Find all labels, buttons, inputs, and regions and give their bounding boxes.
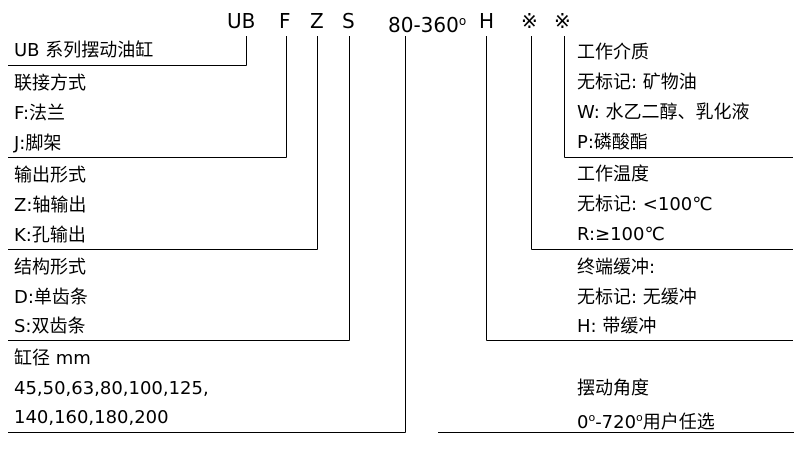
code-x2: ※ bbox=[554, 9, 571, 33]
code-h: H bbox=[479, 9, 495, 33]
code-angle-sup: o bbox=[458, 14, 467, 28]
connection-opt-j: J:脚架 bbox=[14, 133, 62, 154]
structure-opt-s: S:双齿条 bbox=[14, 316, 86, 337]
code-x1: ※ bbox=[521, 9, 538, 33]
medium-title: 工作介质 bbox=[577, 42, 649, 63]
code-f: F bbox=[279, 9, 291, 33]
buffer-opt-h: H: 带缓冲 bbox=[577, 316, 657, 337]
code-s: S bbox=[342, 9, 355, 33]
code-angle-value: 80-360 bbox=[388, 13, 459, 37]
code-ub: UB bbox=[227, 9, 256, 33]
angle-title: 摆动角度 bbox=[577, 378, 649, 399]
angle-range-note: 用户任选 bbox=[642, 412, 715, 433]
angle-range-end: -720 bbox=[595, 412, 637, 433]
code-z: Z bbox=[310, 9, 324, 33]
structure-title: 结构形式 bbox=[14, 257, 86, 278]
buffer-opt-none: 无标记: 无缓冲 bbox=[577, 287, 697, 308]
temp-title: 工作温度 bbox=[577, 164, 649, 185]
temp-opt-r: R:≥100℃ bbox=[577, 224, 665, 245]
output-opt-z: Z:轴输出 bbox=[14, 195, 87, 216]
angle-range-start: 0 bbox=[577, 412, 589, 433]
output-title: 输出形式 bbox=[14, 165, 86, 186]
medium-opt-w: W: 水乙二醇、乳化液 bbox=[577, 102, 750, 123]
structure-opt-d: D:单齿条 bbox=[14, 287, 88, 308]
medium-opt-none: 无标记: 矿物油 bbox=[577, 72, 697, 93]
bore-title: 缸径 mm bbox=[14, 348, 91, 369]
connection-opt-f: F:法兰 bbox=[14, 103, 66, 124]
temp-opt-none: 无标记: <100℃ bbox=[577, 194, 713, 215]
connection-title: 联接方式 bbox=[14, 73, 86, 94]
output-opt-k: K:孔输出 bbox=[14, 225, 86, 246]
angle-range-end-sup: o bbox=[636, 411, 643, 424]
buffer-title: 终端缓冲: bbox=[577, 257, 656, 278]
series-label: UB 系列摆动油缸 bbox=[14, 40, 154, 61]
medium-opt-p: P:磷酸酯 bbox=[577, 132, 648, 153]
angle-range-start-sup: o bbox=[588, 411, 596, 424]
code-angle: 80-360o bbox=[388, 8, 466, 38]
bore-values-line2: 140,160,180,200 bbox=[14, 407, 169, 428]
angle-range: 0o-720o用户任选 bbox=[577, 407, 715, 434]
bore-values-line1: 45,50,63,80,100,125, bbox=[14, 378, 209, 399]
